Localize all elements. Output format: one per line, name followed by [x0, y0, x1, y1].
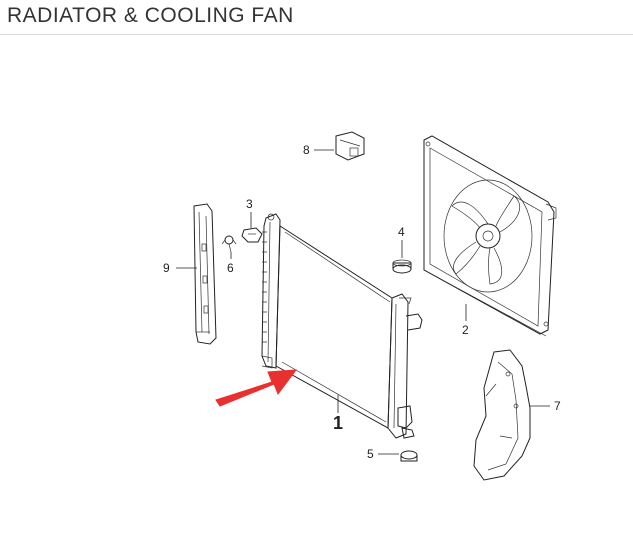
part-2-fan-shroud[interactable] — [423, 135, 557, 337]
page-title: RADIATOR & COOLING FAN — [7, 4, 294, 27]
highlight-arrow-icon — [215, 369, 298, 407]
part-1-radiator[interactable] — [261, 213, 423, 439]
callout-8[interactable]: 8 — [303, 143, 310, 157]
part-8-connector[interactable] — [335, 131, 365, 161]
callout-9[interactable]: 9 — [163, 261, 170, 275]
callout-4[interactable]: 4 — [398, 225, 405, 239]
part-3-bracket-clip[interactable] — [241, 227, 263, 243]
part-5-grommet[interactable] — [400, 450, 418, 462]
callout-7[interactable]: 7 — [554, 399, 561, 413]
part-9-side-bracket[interactable] — [193, 203, 217, 345]
part-7-air-guide[interactable] — [473, 349, 531, 481]
callout-2[interactable]: 2 — [462, 323, 469, 337]
header-bar: RADIATOR & COOLING FAN — [0, 0, 633, 35]
callout-5[interactable]: 5 — [367, 447, 374, 461]
fan-blades-icon — [443, 179, 533, 293]
callout-3[interactable]: 3 — [246, 197, 253, 211]
callout-6[interactable]: 6 — [227, 261, 234, 275]
part-4-cap[interactable] — [392, 259, 412, 274]
part-6-bolt[interactable] — [221, 235, 237, 253]
parts-diagram: 9 6 3 1 — [163, 131, 561, 481]
callout-1[interactable]: 1 — [333, 413, 343, 433]
